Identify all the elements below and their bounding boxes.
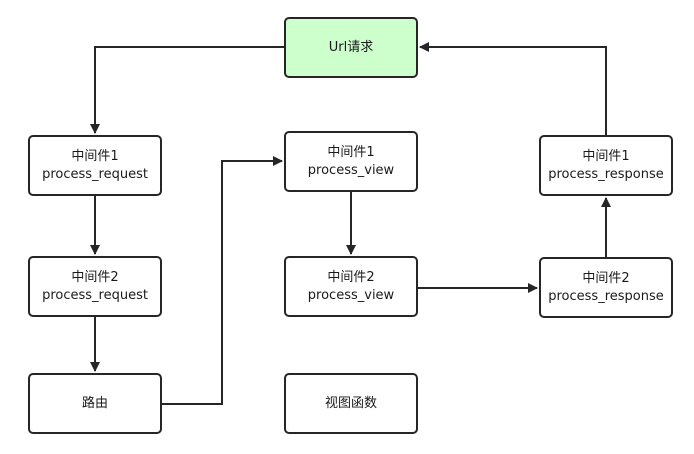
middleware2-process-response-node: 中间件2 process_response: [539, 257, 673, 318]
edge-routing-to-mw1-view: [162, 156, 283, 405]
middleware1-process-view-node: 中间件1 process_view: [284, 131, 418, 192]
middleware1-process-response-node: 中间件1 process_response: [539, 135, 673, 196]
node-method: process_response: [548, 288, 664, 304]
node-title: 中间件2: [327, 269, 375, 285]
routing-node: 路由: [28, 373, 162, 434]
node-title: 中间件2: [71, 269, 119, 285]
node-title: 中间件1: [327, 144, 375, 160]
url-request-label: Url请求: [328, 39, 374, 55]
middleware2-process-view-node: 中间件2 process_view: [284, 256, 418, 317]
edge-mw1-response-to-url: [419, 42, 607, 135]
node-method: process_response: [548, 166, 664, 182]
routing-label: 路由: [81, 395, 108, 411]
url-request-node: Url请求: [284, 17, 418, 78]
middleware2-process-request-node: 中间件2 process_request: [28, 256, 162, 317]
middleware1-process-request-node: 中间件1 process_request: [28, 135, 162, 196]
node-title: 中间件2: [582, 270, 630, 286]
node-method: process_request: [42, 287, 148, 303]
view-function-node: 视图函数: [284, 373, 418, 434]
view-function-label: 视图函数: [324, 395, 377, 411]
node-method: process_request: [42, 166, 148, 182]
node-title: 中间件1: [582, 148, 630, 164]
edge-url-to-mw1-request: [90, 46, 284, 134]
node-title: 中间件1: [71, 148, 119, 164]
node-method: process_view: [307, 287, 395, 303]
node-method: process_view: [307, 162, 395, 178]
